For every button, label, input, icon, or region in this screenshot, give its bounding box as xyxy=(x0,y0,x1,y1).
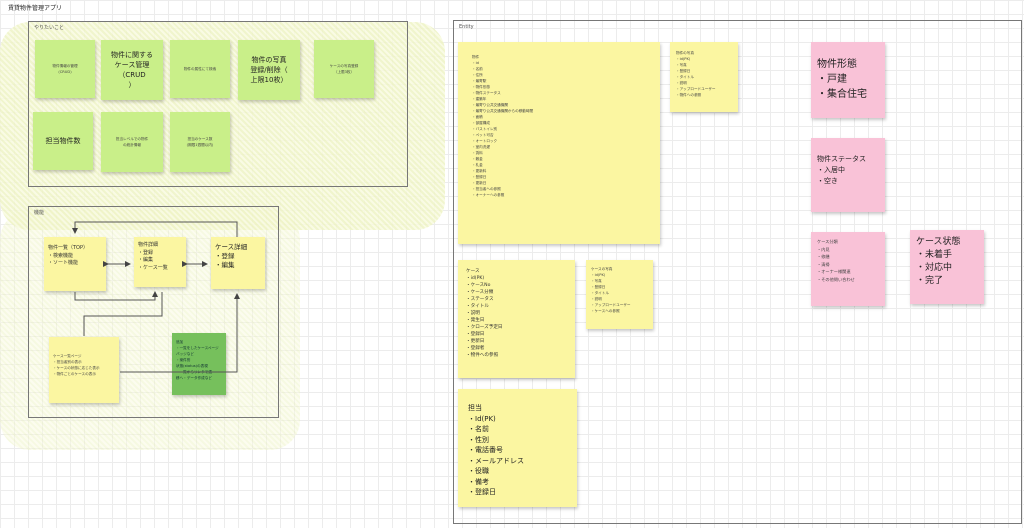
note-text: 物件形態 ・戸建 ・集合住宅 xyxy=(817,59,867,100)
entity-frame xyxy=(453,20,1022,524)
sticky-note[interactable]: ケース ・id(PK) ・ケースNo ・ケース分類 ・ステータス ・タイトル ・… xyxy=(458,260,575,378)
sticky-note[interactable]: ケース一覧ページ ・担当者別の表示 ・ケースの状態に応じた表示 ・物件ごとのケー… xyxy=(49,337,119,403)
note-text: 物件の属性にて検索 xyxy=(183,67,217,71)
note-text: 担当 ・Id(PK) ・名前 ・性別 ・電話番号 ・メールアドレス ・役職 ・備… xyxy=(468,404,524,496)
note-text: 物件詳細 ・登録 ・編集 ・ケース一覧 xyxy=(138,242,168,271)
sticky-note[interactable]: ケース状態 ・未着手 ・対応中 ・完了 xyxy=(910,230,984,304)
features-frame xyxy=(28,206,279,418)
sticky-note[interactable]: 物件ステータス ・入居中 ・空き xyxy=(811,138,885,212)
arrow xyxy=(74,291,158,301)
features-frame-label: 機能 xyxy=(34,210,45,216)
note-text: 物件に関する ケース管理 （CRUD ） xyxy=(111,51,153,89)
note-text: 物件の写真 ・id(PK) ・写真 ・登録日 ・タイトル ・説明 ・アップロード… xyxy=(676,51,716,97)
sticky-note[interactable]: 担当レベルでの物件 の統計情報 xyxy=(101,112,163,172)
note-text: ケースの写真登録 （上限3枚） xyxy=(329,64,359,74)
note-text: 物件情報の管理 (CRUD) xyxy=(52,64,78,74)
note-text: ケースの写真 ・id(PK) ・写真 ・登録日 ・タイトル ・説明 ・アップロー… xyxy=(591,267,631,313)
note-text: ケース分類 ・内見 ・修繕 ・清掃 ・オーナー様関連 ・その他問い合わせ xyxy=(817,239,855,282)
sticky-note[interactable]: 担当のケース数 (期限1週間以内) xyxy=(170,112,230,172)
note-text: ケース一覧ページ ・担当者別の表示 ・ケースの状態に応じた表示 ・物件ごとのケー… xyxy=(53,354,100,376)
note-text: ケース状態 ・未着手 ・対応中 ・完了 xyxy=(916,237,961,286)
note-text: 物件の写真 登録/削除（ 上限10枚） xyxy=(250,56,288,84)
sticky-note[interactable]: 物件の属性にて検索 xyxy=(170,40,230,98)
note-text: 物件一覧（TOP） ・検索機能 ・ソート機能 xyxy=(48,245,89,266)
sticky-note[interactable]: ケース分類 ・内見 ・修繕 ・清掃 ・オーナー様関連 ・その他問い合わせ xyxy=(811,232,885,306)
sticky-note[interactable]: 担当物件数 xyxy=(33,112,93,170)
note-text: ケース ・id(PK) ・ケースNo ・ケース分類 ・ステータス ・タイトル ・… xyxy=(466,269,503,358)
todo-frame-label: やりたいこと xyxy=(34,25,65,31)
app-title: 賃貸物件管理アプリ xyxy=(8,5,63,12)
note-text: 物件ステータス ・入居中 ・空き xyxy=(817,155,866,185)
sticky-note[interactable]: 物件に関する ケース管理 （CRUD ） xyxy=(101,40,163,100)
sticky-note[interactable]: 物件 ・id ・名前 ・住所 ・最寄駅 ・物件形態 ・物件ステータス ・建築年 … xyxy=(458,42,660,244)
todo-frame xyxy=(28,21,408,187)
sticky-note[interactable]: 物件の写真 ・id(PK) ・写真 ・登録日 ・タイトル ・説明 ・アップロード… xyxy=(670,42,738,112)
note-text: 担当物件数 xyxy=(45,137,81,145)
sticky-note[interactable]: 物件情報の管理 (CRUD) xyxy=(35,40,95,98)
note-text: ケース詳細 ・登録 ・編集 xyxy=(215,243,248,269)
note-text: 担当のケース数 (期限1週間以内) xyxy=(186,137,214,147)
note-text: 担当レベルでの物件 の統計情報 xyxy=(115,137,149,147)
sticky-note[interactable]: 追加 ・一覧をしたケースページ バッジなど ・案件別 状態(status)の表現… xyxy=(172,333,226,395)
note-text: 物件 ・id ・名前 ・住所 ・最寄駅 ・物件形態 ・物件ステータス ・建築年 … xyxy=(472,55,534,197)
sticky-note[interactable]: ケースの写真登録 （上限3枚） xyxy=(314,40,374,98)
sticky-note[interactable]: ケース詳細 ・登録 ・編集 xyxy=(211,237,265,289)
sticky-note[interactable]: 担当 ・Id(PK) ・名前 ・性別 ・電話番号 ・メールアドレス ・役職 ・備… xyxy=(458,389,577,507)
arrow xyxy=(83,292,163,336)
sticky-note[interactable]: 物件形態 ・戸建 ・集合住宅 xyxy=(811,42,885,118)
sticky-note[interactable]: 物件の写真 登録/削除（ 上限10枚） xyxy=(238,40,300,100)
arrow xyxy=(72,221,238,237)
entity-frame-label: Entity xyxy=(459,24,474,30)
sticky-note[interactable]: 物件一覧（TOP） ・検索機能 ・ソート機能 xyxy=(44,237,106,291)
sticky-note[interactable]: ケースの写真 ・id(PK) ・写真 ・登録日 ・タイトル ・説明 ・アップロー… xyxy=(586,260,653,329)
arrow xyxy=(120,293,240,373)
sticky-note[interactable]: 物件詳細 ・登録 ・編集 ・ケース一覧 xyxy=(134,237,186,287)
